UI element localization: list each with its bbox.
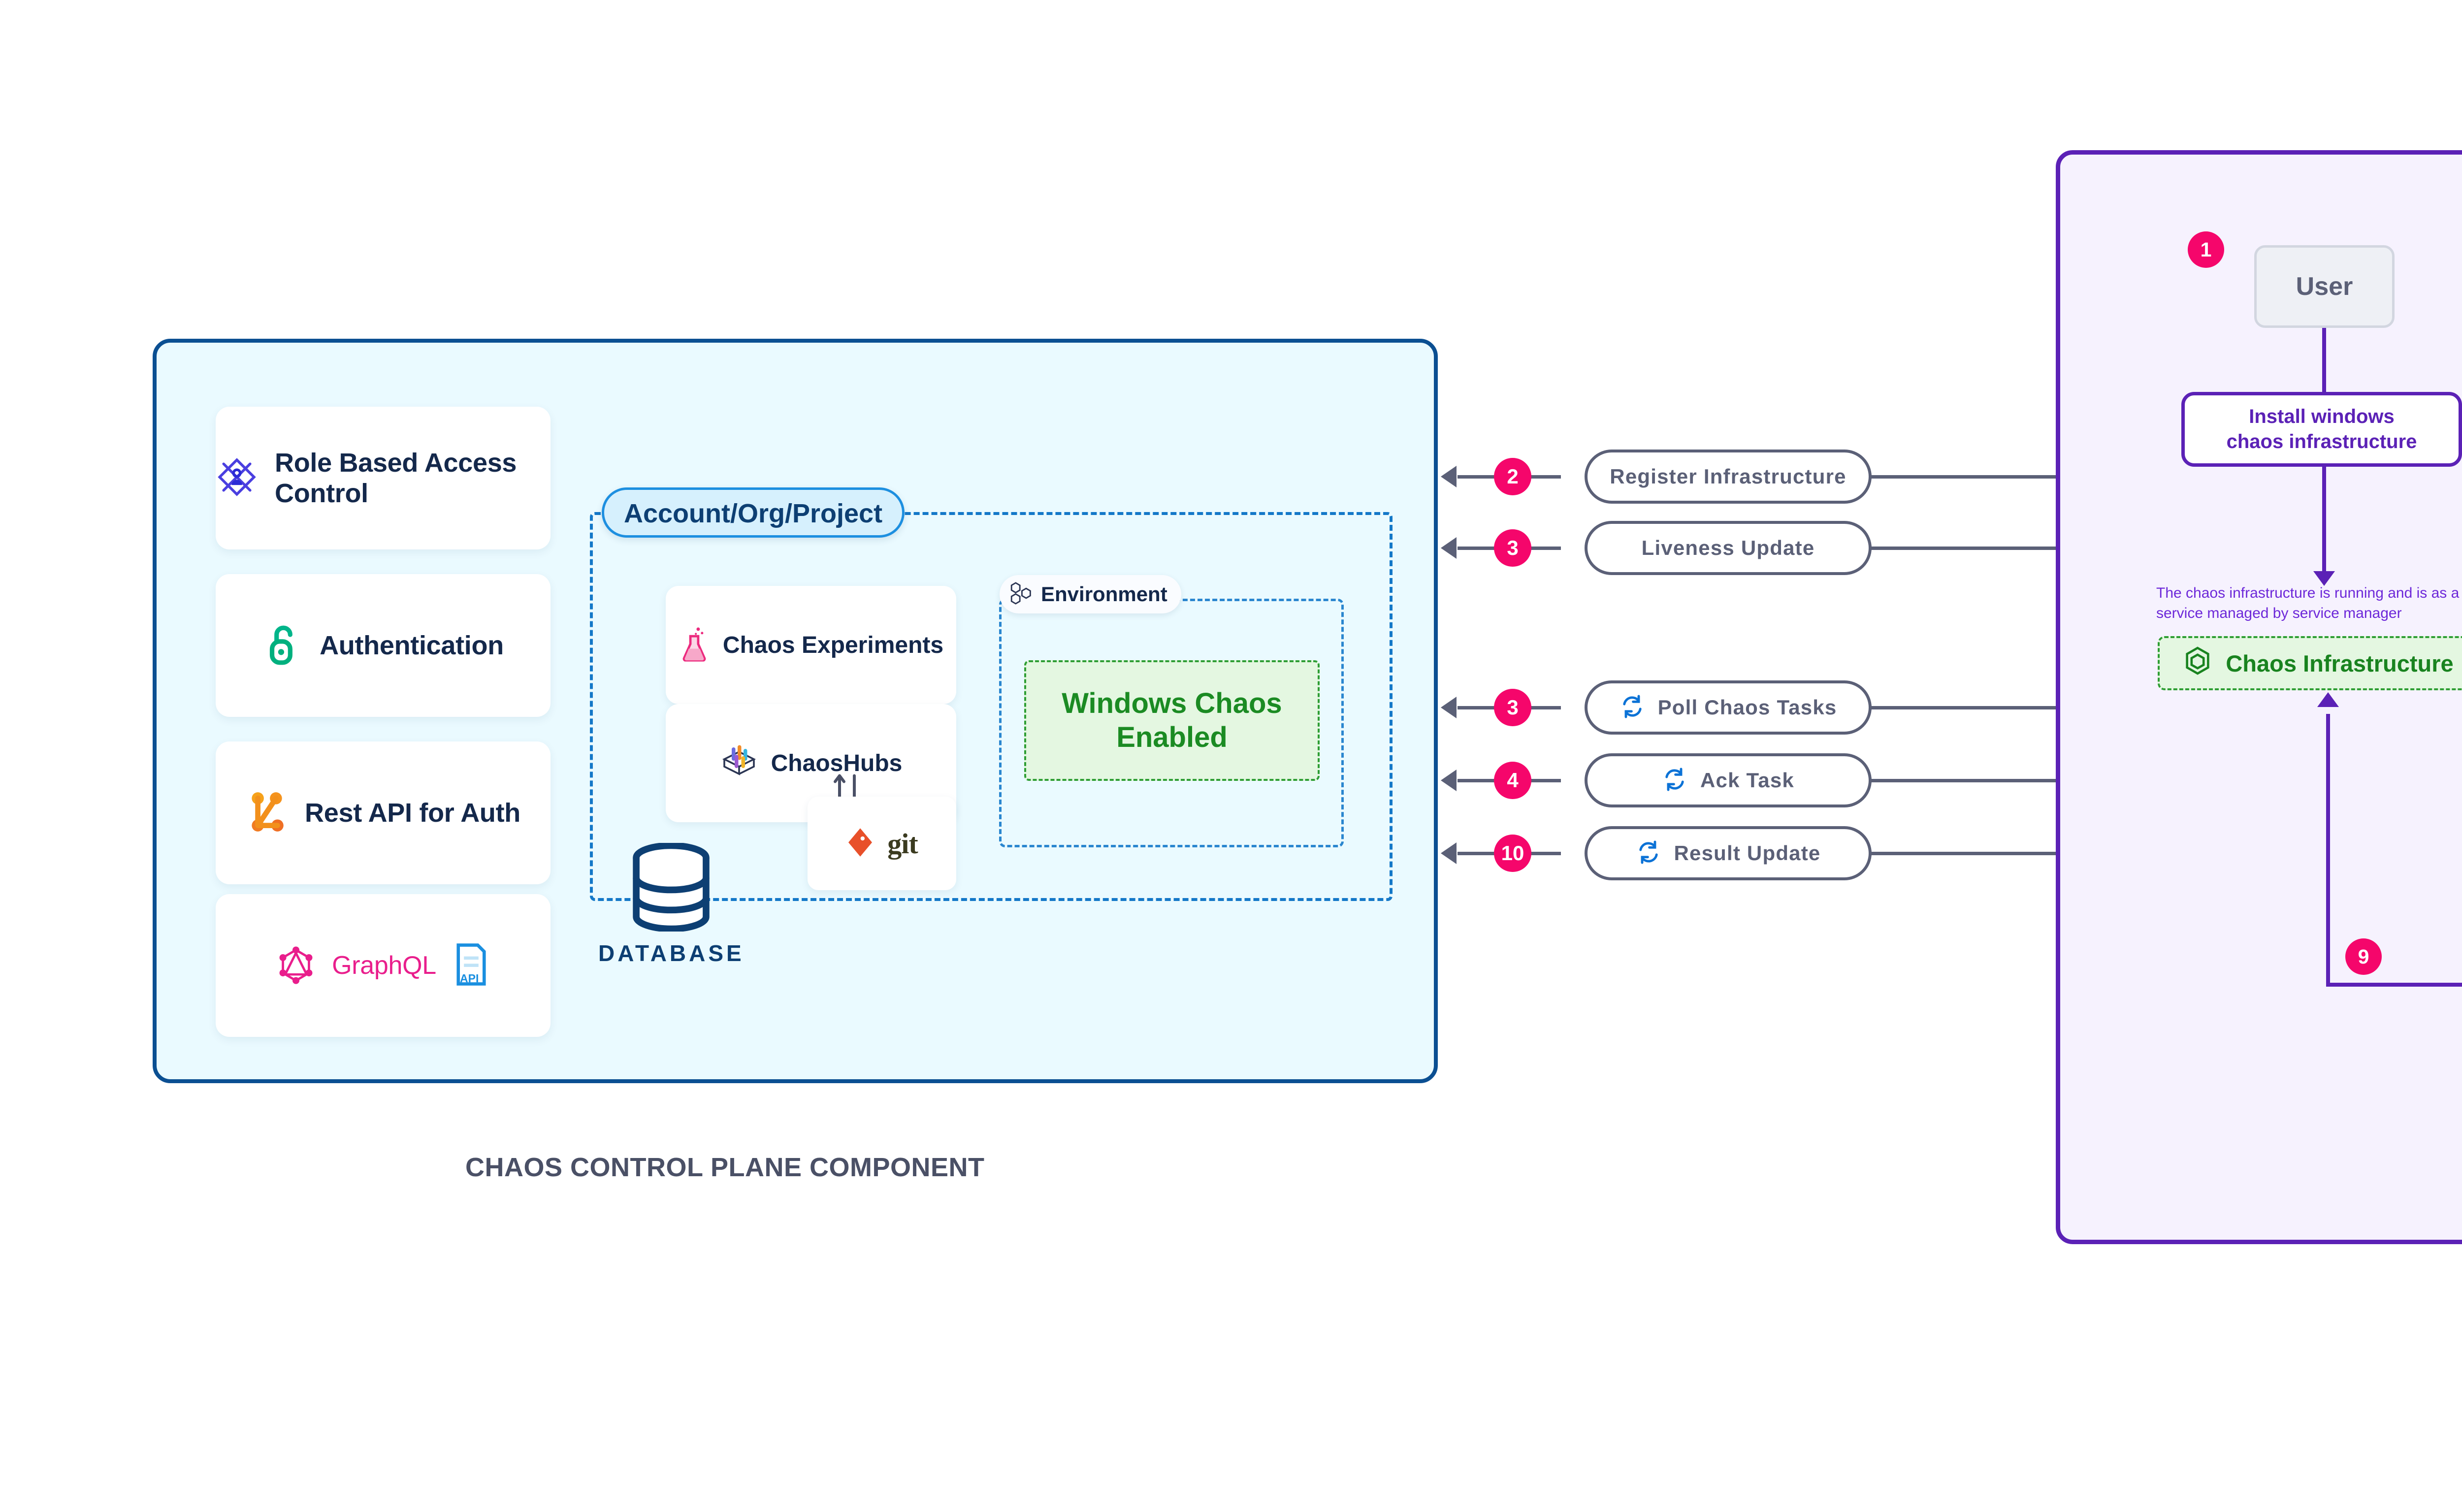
database-group: DATABASE	[598, 842, 745, 966]
git-icon	[846, 827, 875, 861]
connector-arrow-left	[1441, 770, 1457, 791]
flow-line	[2326, 714, 2330, 985]
connector-pill-result-update[interactable]: Result Update	[1585, 826, 1872, 880]
connector-badge: 2	[1494, 458, 1531, 495]
rest-api-icon	[246, 789, 288, 837]
connector-line	[1869, 547, 2058, 550]
connector-badge: 4	[1494, 762, 1531, 799]
account-org-project-pill[interactable]: Account/Org/Project	[602, 487, 905, 538]
control-plane-caption: CHAOS CONTROL PLANE COMPONENT	[465, 1153, 985, 1182]
sync-icon	[1620, 694, 1645, 722]
flow-arrow-down	[2313, 571, 2335, 586]
connector-pill-liveness-update[interactable]: Liveness Update	[1585, 521, 1872, 575]
connector-badge: 3	[1494, 529, 1531, 567]
connector-badge: 3	[1494, 689, 1531, 726]
lock-icon	[262, 622, 303, 670]
windows-chaos-enabled-label: Windows Chaos Enabled	[1062, 687, 1282, 753]
flask-icon	[679, 625, 710, 665]
connector-line	[1869, 852, 2058, 855]
connector-arrow-left	[1441, 466, 1457, 487]
chaos-infrastructure-label: Chaos Infrastructure	[2226, 650, 2454, 676]
feature-card-authentication[interactable]: Authentication	[216, 574, 551, 717]
connector-label: Poll Chaos Tasks	[1657, 696, 1837, 719]
connector-arrow-left	[1441, 537, 1457, 559]
feature-card-rbac[interactable]: Role Based Access Control	[216, 407, 551, 549]
flow-line	[2326, 983, 2462, 987]
feature-label: Role Based Access Control	[275, 448, 517, 508]
graphql-icon	[277, 944, 315, 988]
chaos-execution-plane-panel	[2056, 150, 2462, 1244]
sync-icon	[1636, 839, 1661, 868]
connector-label: Ack Task	[1700, 769, 1794, 792]
connector-arrow-left	[1441, 697, 1457, 718]
step-badge-1: 1	[2188, 231, 2224, 268]
windows-chaos-enabled-status: Windows Chaos Enabled	[1024, 660, 1320, 781]
feature-card-rest-api[interactable]: Rest API for Auth	[216, 741, 551, 884]
annotation-chaos-infra-note: The chaos infrastructure is running and …	[2156, 585, 2460, 621]
user-node[interactable]: User	[2254, 245, 2395, 328]
api-doc-icon: API	[453, 942, 489, 990]
chaos-infrastructure-node[interactable]: Chaos Infrastructure	[2158, 636, 2462, 690]
hexagon-cluster-icon	[1009, 581, 1033, 608]
feature-label: Rest API for Auth	[305, 798, 520, 828]
connector-label: Liveness Update	[1641, 536, 1815, 559]
account-org-project-region	[590, 512, 1393, 901]
connector-pill-poll-chaos-tasks[interactable]: Poll Chaos Tasks	[1585, 680, 1872, 735]
connector-badge: 10	[1494, 835, 1531, 872]
connector-pill-register-infrastructure[interactable]: Register Infrastructure	[1585, 450, 1872, 504]
card-chaos-experiments[interactable]: Chaos Experiments	[666, 586, 956, 704]
flow-line	[2322, 467, 2326, 573]
sub-card-label: ChaosHubs	[771, 750, 903, 776]
connector-label: Result Update	[1674, 841, 1821, 865]
environment-label: Environment	[1041, 582, 1167, 606]
feature-label: Authentication	[320, 631, 504, 660]
database-cylinder-icon	[633, 842, 710, 933]
sub-card-label: Chaos Experiments	[722, 632, 944, 658]
connector-line	[1869, 779, 2058, 782]
rbac-icon	[216, 456, 258, 501]
test-tube-rack-icon	[720, 743, 758, 784]
sync-icon	[1662, 767, 1687, 795]
feature-card-graphql[interactable]: GraphQL API	[216, 894, 551, 1037]
step-badge-9: 9	[2345, 938, 2382, 975]
connector-pill-ack-task[interactable]: Ack Task	[1585, 753, 1872, 807]
environment-pill[interactable]: Environment	[1000, 575, 1181, 613]
connector-line	[1869, 475, 2058, 479]
connector-arrow-left	[1441, 842, 1457, 864]
connector-line	[1869, 706, 2058, 709]
database-label: DATABASE	[598, 940, 745, 966]
git-label: git	[887, 827, 918, 860]
hexagon-icon	[2184, 646, 2211, 680]
svg-text:API: API	[460, 972, 479, 985]
connector-label: Register Infrastructure	[1610, 465, 1846, 488]
user-label: User	[2296, 272, 2353, 301]
flow-line	[2322, 328, 2326, 392]
flow-arrow-up	[2317, 692, 2339, 707]
card-git[interactable]: git	[808, 797, 956, 890]
feature-label: GraphQL	[332, 951, 436, 980]
